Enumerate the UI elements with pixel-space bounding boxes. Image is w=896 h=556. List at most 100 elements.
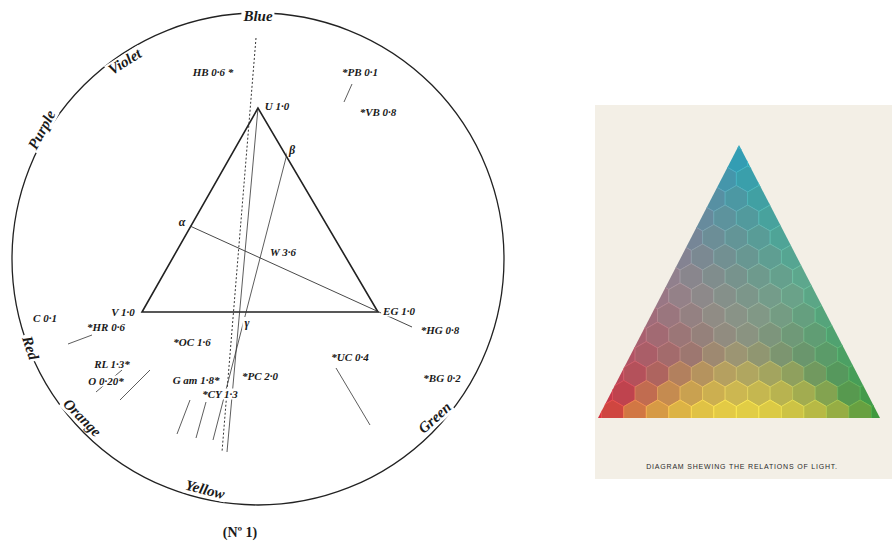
leader-line [196,402,206,438]
colour-hexagon [759,127,782,153]
colour-hexagon [613,264,636,290]
colour-hexagon [793,225,816,251]
colour-name: Purple [25,106,60,153]
colour-hexagon [804,244,827,270]
colour-hexagon [883,225,896,251]
colour-hexagon [793,186,816,212]
colour-hexagon [590,186,613,212]
colour-hexagon [826,205,849,231]
colour-hexagon [883,420,896,446]
colour-hexagon [579,205,602,231]
colour-hexagon [579,322,602,348]
point-label: U 1·0 [263,101,291,112]
colour-hexagon [815,225,838,251]
colour-hexagon [624,400,647,426]
colour-hexagon [781,205,804,231]
colour-hexagon [646,205,669,231]
point-label: *VB 0·8 [358,107,399,118]
colour-hexagon [871,127,894,153]
point-label: *PC 2·0 [240,371,280,382]
colour-hexagon [624,205,647,231]
colour-hexagon [590,225,613,251]
colour-hexagon [601,127,624,153]
colour-hexagon [770,147,793,173]
colour-hexagon [613,147,636,173]
colour-hexagon [725,420,748,446]
colour-hexagon [871,400,894,426]
colour-hexagon [804,205,827,231]
colour-hexagon [703,420,726,446]
colour-hexagon [883,147,896,173]
colour-hexagon [838,186,861,212]
colour-hexagon [646,127,669,153]
colour-hexagon [590,342,613,368]
colour-hexagon [635,147,658,173]
colour-hexagon [770,420,793,446]
leader-line [177,400,190,434]
point-label: *HR 0·6 [85,322,127,333]
colour-hexagon [826,400,849,426]
colour-name: Red [19,332,42,363]
colour-hexagon [815,264,838,290]
colour-hexagon [601,283,624,309]
colour-hexagon [871,361,894,387]
colour-hexagon [635,264,658,290]
colour-hexagon [883,264,896,290]
colour-hexagon [860,225,883,251]
colour-hexagon [781,127,804,153]
colour-hexagon [849,127,872,153]
colour-hexagon [579,166,602,192]
point-label: HB 0·6 * [191,67,236,78]
hexagon-triangle [579,127,896,446]
colour-hexagon [579,361,602,387]
colour-hexagon [815,147,838,173]
colour-hexagon [613,225,636,251]
colour-hexagon [826,127,849,153]
point-label: *BG 0·2 [421,373,462,384]
leader-line [68,335,92,344]
colour-hexagon [781,166,804,192]
colour-hexagon [658,225,681,251]
colour-hexagon [849,283,872,309]
point-label: C 0·1 [31,313,59,324]
caption-number: (Nº 1) [221,526,260,540]
colour-triangle [142,108,378,312]
colour-hexagon [601,205,624,231]
colour-hexagon [669,166,692,192]
colour-hexagon [680,186,703,212]
colour-hexagon [815,420,838,446]
colour-hexagon [646,244,669,270]
colour-name: Violet [104,45,146,79]
colour-hexagon [781,400,804,426]
colour-hexagon [849,166,872,192]
colour-hexagon [680,147,703,173]
colour-hexagon [838,147,861,173]
colour-hexagon [613,186,636,212]
colour-hexagon [826,283,849,309]
colour-hexagon [624,244,647,270]
colour-hexagon [815,186,838,212]
colour-hexagon [849,244,872,270]
point-label: G am 1·8* [171,375,222,386]
colour-name: Green [414,398,455,437]
colour-hexagon [860,420,883,446]
ray-line [190,226,412,327]
colour-hexagon [838,303,861,329]
colour-hexagon [624,166,647,192]
colour-circle [12,13,504,505]
colour-hexagon [624,283,647,309]
colour-hexagon [871,205,894,231]
point-label: *PB 0·1 [340,67,380,78]
colour-hexagon [714,400,737,426]
colour-hexagon [860,303,883,329]
colour-hexagon [860,264,883,290]
colour-hexagon [860,147,883,173]
colour-hexagon [624,127,647,153]
point-label: RL 1·3* [92,359,132,370]
colour-hexagon [590,303,613,329]
colour-hexagon [759,166,782,192]
colour-hexagon [759,400,782,426]
colour-hexagon [601,400,624,426]
